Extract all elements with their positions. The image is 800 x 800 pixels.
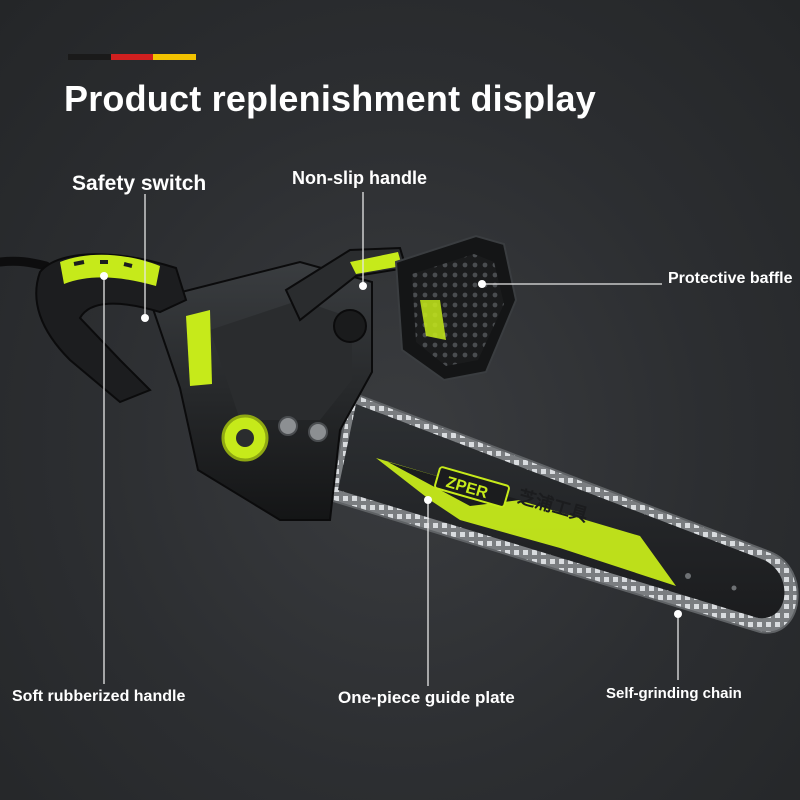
flag-black <box>68 54 111 60</box>
protective-baffle-guard <box>394 234 518 382</box>
dot-safety-switch <box>141 314 149 322</box>
power-cord <box>0 256 51 271</box>
label-self-grinding-chain: Self-grinding chain <box>606 685 742 702</box>
dot-guide-plate <box>424 496 432 504</box>
flag-red <box>110 54 154 60</box>
label-protective-baffle: Protective baffle <box>668 270 793 287</box>
flag-stripe <box>68 54 197 60</box>
callout-lines <box>103 192 679 686</box>
page-title: Product replenishment display <box>64 78 596 119</box>
dot-self-grinding-chain <box>674 610 682 618</box>
label-non-slip-handle: Non-slip handle <box>292 168 427 188</box>
rear-handle <box>35 253 188 404</box>
dot-protective-baffle <box>478 280 486 288</box>
dot-soft-handle <box>100 272 108 280</box>
label-safety-switch: Safety switch <box>72 172 207 195</box>
motor-housing <box>148 260 373 521</box>
callout-dots <box>100 272 682 618</box>
label-one-piece-guide-plate: One-piece guide plate <box>338 688 515 707</box>
flag-gold <box>153 54 197 60</box>
label-soft-rubberized-handle: Soft rubberized handle <box>12 688 186 705</box>
guide-plate-bar: ZPER 芝浦工具 <box>328 390 799 634</box>
dot-non-slip-handle <box>359 282 367 290</box>
